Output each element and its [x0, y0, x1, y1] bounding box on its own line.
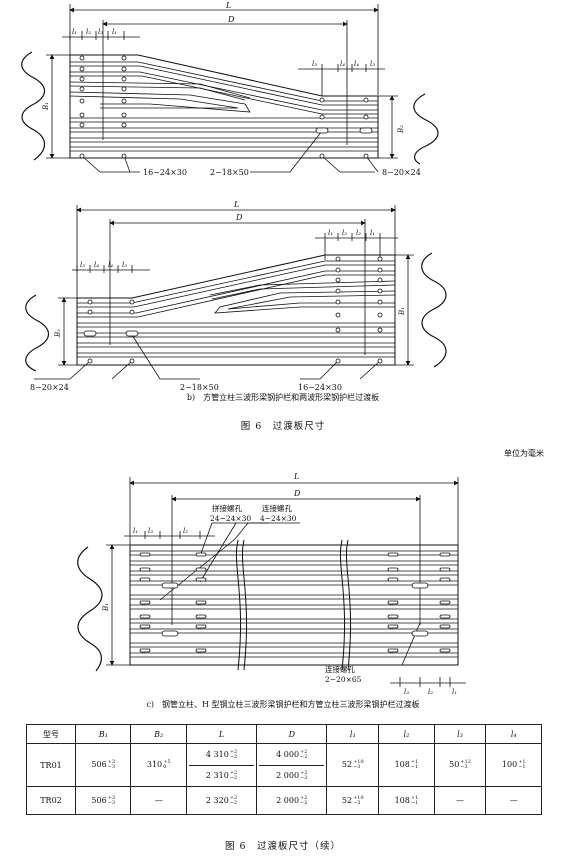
dim-b2: B₂	[54, 329, 62, 338]
note-holes-2: 2−18×50	[210, 168, 249, 177]
figure-title-continued: 图 6 过渡板尺寸（续）	[224, 841, 342, 852]
note-holes-16: 16−24×30	[143, 168, 187, 177]
col-header-l2: l₂	[378, 724, 435, 744]
dim-l1: l₁	[328, 229, 333, 237]
col-header-d: D	[256, 724, 328, 744]
note-holes-2: 2−18×50	[180, 383, 219, 392]
cell-l: 4 310+2−2 2 310+2−2	[185, 743, 258, 787]
dim-b1: B₁	[42, 102, 50, 111]
caption-b: b) 方管立柱三波形梁钢护栏和两波形梁钢护栏过渡板	[186, 393, 380, 402]
dim-l3b: l₃	[370, 60, 375, 68]
dim-l2: l₂	[183, 527, 188, 535]
col-header-model: 型号	[26, 724, 76, 744]
connect-hole-label: 连接螺孔	[262, 503, 292, 513]
cell-l: 2 320+2−2	[185, 786, 258, 815]
dim-d: D	[235, 213, 243, 222]
splice-hole-spec: 24−24×30	[210, 514, 251, 523]
dim-l3: l₃	[148, 527, 153, 535]
cell-d: 4 000+2−2 2 000+2−2	[256, 743, 328, 787]
col-header-l3: l₃	[433, 724, 487, 744]
cell-l1: 52+10−3	[326, 786, 380, 815]
dim-l: L	[293, 472, 299, 481]
dim-l: L	[233, 200, 239, 209]
col-header-b1: B₁	[74, 724, 132, 744]
dim-l2: l₂	[342, 229, 347, 237]
dim-l1b: l₁	[370, 229, 375, 237]
dim-l2: l₂	[86, 28, 91, 36]
cell-l4: —	[485, 786, 542, 815]
table-header-row: 型号 B₁ B₂ L D l₁ l₂ l₃ l₄	[26, 724, 542, 744]
note-holes-8: 8−20×24	[382, 168, 421, 177]
dim-l1b: l₁	[452, 688, 457, 696]
dim-d: D	[227, 15, 235, 24]
caption-c: c) 钢管立柱、H 型钢立柱三波形梁钢护栏和方管立柱三波形梁钢护栏过渡板	[146, 700, 420, 709]
cell-l3: 50+12−3	[433, 743, 487, 787]
col-header-l: L	[185, 724, 258, 744]
cell-d: 2 000+2−2	[256, 786, 328, 815]
dim-l4b: l₄	[108, 261, 113, 269]
dim-l3b: l₃	[404, 688, 409, 696]
drawing-b: L D l₁ l₂ l₂ l₁ l₃ l₄ l₄ l₃ B₂ B₁ 8−20×2…	[25, 200, 447, 392]
dimension-table: 型号 B₁ B₂ L D l₁ l₂ l₃ l₄ TR01 506+3−3 31…	[26, 724, 542, 815]
dim-l1: l₁	[72, 28, 77, 36]
figure-title: 图 6 过渡板尺寸	[240, 421, 326, 432]
cell-l2: 108+1−1	[378, 743, 435, 787]
col-header-b2: B₂	[130, 724, 187, 744]
splice-hole-label: 拼接螺孔	[212, 503, 242, 513]
col-header-l4: l₄	[485, 724, 542, 744]
unit-note: 单位为毫米	[504, 449, 544, 458]
dim-l: L	[225, 1, 231, 10]
dim-l3: l₃	[80, 261, 85, 269]
connect-hole-2-spec: 2−20×65	[325, 675, 362, 684]
dim-l1: l₁	[133, 527, 138, 535]
cell-l1: 52+10−3	[326, 743, 380, 787]
cell-b1: 506+3−3	[74, 786, 132, 815]
dim-l1b: l₁	[112, 28, 117, 36]
dim-l3b: l₃	[122, 261, 127, 269]
dim-b1: B₁	[398, 307, 406, 316]
dim-l3: l₃	[312, 60, 317, 68]
dim-l4: l₄	[94, 261, 99, 269]
dim-l4: l₄	[340, 60, 345, 68]
table-row: TR02 506+3−3 — 2 320+2−2 2 000+2−2 52+10…	[26, 786, 542, 815]
drawing-a: L D l₁ l₂ l₂ l₁ l₃ l₄ l₄ l₃ B₁ B₂ 16−24×…	[21, 1, 439, 177]
dim-l2b: l₂	[356, 229, 361, 237]
cell-l3: —	[433, 786, 487, 815]
cell-b2: —	[130, 786, 187, 815]
dim-l2b: l₂	[98, 28, 103, 36]
connect-hole-spec: 4−24×30	[260, 514, 297, 523]
dim-l2b: l₂	[428, 688, 433, 696]
cell-b1: 506+3−3	[74, 743, 132, 787]
drawing-c: L D l₁ l₃ l₂ l₃ l₂ l₁ B₁ 拼接螺孔 24−24×30 连…	[77, 472, 466, 696]
note-holes-8: 8−20×24	[30, 383, 69, 392]
connect-hole-2-label: 连接螺孔	[325, 664, 355, 674]
cell-l4: 100+1−1	[485, 743, 542, 787]
dim-d: D	[293, 489, 301, 498]
dim-b1: B₁	[102, 603, 110, 612]
col-header-l1: l₁	[326, 724, 380, 744]
cell-model: TR01	[26, 743, 76, 787]
cell-model: TR02	[26, 786, 76, 815]
dim-b2: B₂	[397, 125, 405, 134]
dim-l4b: l₄	[354, 60, 359, 68]
note-holes-16: 16−24×30	[298, 383, 342, 392]
cell-l2: 108+1−1	[378, 786, 435, 815]
